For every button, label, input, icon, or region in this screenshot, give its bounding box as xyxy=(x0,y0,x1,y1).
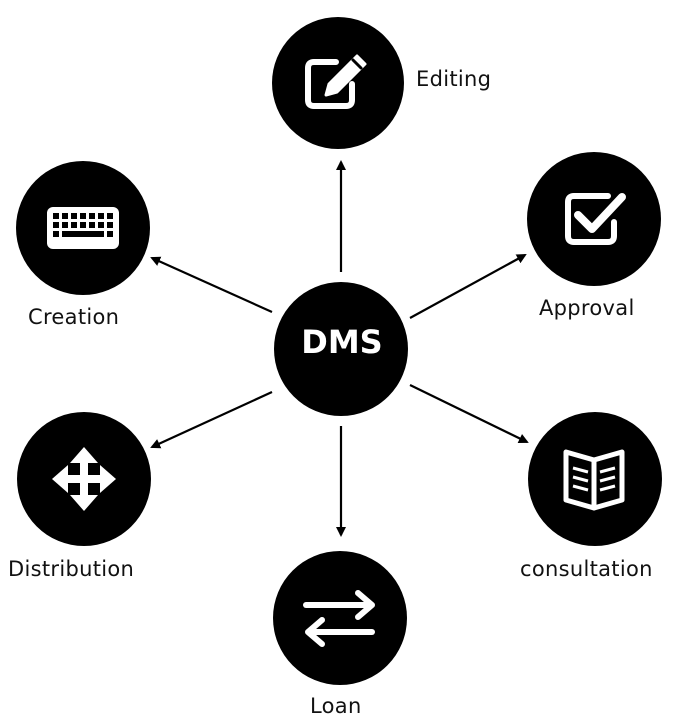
label-creation: Creation xyxy=(28,305,120,329)
center-label: DMS xyxy=(301,323,383,361)
arrow-to-approval xyxy=(409,254,527,319)
edit-icon xyxy=(305,54,367,109)
center-node xyxy=(274,282,408,416)
node-consultation xyxy=(528,412,662,546)
swap-arrows-icon xyxy=(303,590,375,647)
node-editing xyxy=(272,17,404,149)
label-distribution: Distribution xyxy=(8,557,135,581)
arrow-to-consultation xyxy=(409,384,529,443)
keyboard-icon xyxy=(47,207,119,249)
checkbox-icon xyxy=(565,193,626,245)
arrows xyxy=(150,160,529,537)
node-loan xyxy=(273,551,407,685)
node-approval xyxy=(527,152,661,286)
node-loan-circle xyxy=(273,551,407,685)
move-icon xyxy=(52,447,116,511)
node-creation xyxy=(16,161,150,295)
node-distribution xyxy=(17,412,151,546)
label-consultation: consultation xyxy=(520,557,653,581)
label-loan: Loan xyxy=(310,694,362,718)
label-approval: Approval xyxy=(539,296,635,320)
book-icon xyxy=(563,449,625,511)
node-approval-circle xyxy=(527,152,661,286)
label-editing: Editing xyxy=(416,67,492,91)
arrow-to-distribution xyxy=(150,391,273,449)
arrow-to-creation xyxy=(150,256,273,314)
